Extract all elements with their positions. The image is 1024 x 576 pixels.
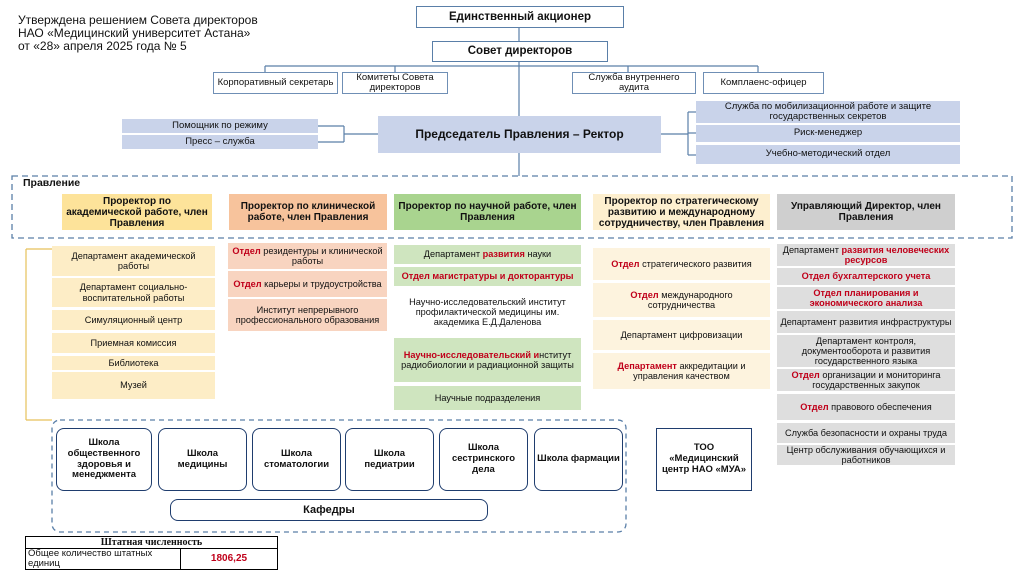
school-box: Школа общественного здоровья и менеджмен… <box>56 428 152 491</box>
school-box: Школа фармации <box>534 428 623 491</box>
approval-line-1: Утверждена решением Совета директоров <box>18 13 258 27</box>
staffing-label: Общее количество штатных единиц <box>25 548 181 570</box>
col5-item: Отдел бухгалтерского учета <box>777 268 955 285</box>
staffing-title: Штатная численность <box>25 536 278 549</box>
col1-item: Музей <box>52 372 215 399</box>
managing-director: Управляющий Директор, член Правления <box>777 194 955 230</box>
press-service-box: Пресс – служба <box>122 135 318 149</box>
col4-item: Департамент цифровизации <box>593 320 770 350</box>
approval-line-2: НАО «Медицинский университет Астана» <box>18 25 251 40</box>
school-box: Школа медицины <box>158 428 247 491</box>
vice-rector-science: Проректор по научной работе, член Правле… <box>394 194 581 230</box>
col4-item: Отдел стратегического развития <box>593 248 770 280</box>
approval-line-3: от «28» апреля 2025 года № 5 <box>18 38 187 53</box>
methodology-department-box: Учебно-методический отдел <box>696 145 960 164</box>
departments-box: Кафедры <box>170 499 488 521</box>
board-of-directors-box: Совет директоров <box>432 41 608 62</box>
col3-item: Отдел магистратуры и докторантуры <box>394 267 581 286</box>
col2-item: Отдел карьеры и трудоустройства <box>228 271 387 297</box>
col3-item: Научные подразделения <box>394 386 581 410</box>
col2-item: Институт непрерывного профессионального … <box>228 299 387 331</box>
vice-rector-clinical: Проректор по клинической работе, член Пр… <box>229 194 387 230</box>
col5-item: Департамент развития человеческих ресурс… <box>777 244 955 266</box>
staffing-value: 1806,25 <box>180 548 278 570</box>
col3-item: Научно-исследовательский институт профил… <box>394 289 581 335</box>
school-box: Школа стоматологии <box>252 428 341 491</box>
col1-item: Департамент академической работы <box>52 246 215 276</box>
school-box: Школа сестринского дела <box>439 428 528 491</box>
approval-note: Утверждена решением Совета директоров НА… <box>18 14 258 53</box>
col5-item: Департамент контроля, документооборота и… <box>777 335 955 367</box>
col3-item: Научно-исследовательский институт радиоб… <box>394 338 581 382</box>
col4-item: Отдел международного сотрудничества <box>593 283 770 317</box>
sole-shareholder-box: Единственный акционер <box>416 6 624 28</box>
chairman-rector-box: Председатель Правления – Ректор <box>378 116 661 153</box>
col5-item: Центр обслуживания обучающихся и работни… <box>777 445 955 465</box>
internal-audit-box: Служба внутреннего аудита <box>572 72 696 94</box>
col1-item: Приемная комиссия <box>52 333 215 353</box>
staffing-table: Штатная численность Общее количество шта… <box>25 536 278 570</box>
medical-center-llp-box: ТОО «Медицинский центр НАО «МУА» <box>656 428 752 491</box>
col5-item: Отдел организации и мониторинга государс… <box>777 369 955 391</box>
regime-assistant-box: Помощник по режиму <box>122 119 318 133</box>
management-label: Правление <box>23 177 81 189</box>
col3-item: Департамент развития науки <box>394 245 581 264</box>
col4-item: Департамент аккредитации и управления ка… <box>593 353 770 389</box>
col2-item: Отдел резидентуры и клинической работы <box>228 243 387 269</box>
compliance-officer-box: Комплаенс-офицер <box>703 72 824 94</box>
col1-item: Департамент социально-воспитательной раб… <box>52 278 215 307</box>
col1-item: Библиотека <box>52 356 215 370</box>
mobilization-service-box: Служба по мобилизационной работе и защит… <box>696 101 960 123</box>
col5-item: Отдел правового обеспечения <box>777 394 955 420</box>
col5-item: Отдел планирования и экономического анал… <box>777 287 955 309</box>
col5-item: Служба безопасности и охраны труда <box>777 423 955 443</box>
risk-manager-box: Риск-менеджер <box>696 125 960 142</box>
corporate-secretary-box: Корпоративный секретарь <box>213 72 338 94</box>
vice-rector-academic: Проректор по академической работе, член … <box>62 194 212 230</box>
vice-rector-strategy: Проректор по стратегическому развитию и … <box>593 194 770 230</box>
board-committees-box: Комитеты Совета директоров <box>342 72 448 94</box>
school-box: Школа педиатрии <box>345 428 434 491</box>
col1-item: Симуляционный центр <box>52 310 215 330</box>
col5-item: Департамент развития инфраструктуры <box>777 311 955 333</box>
